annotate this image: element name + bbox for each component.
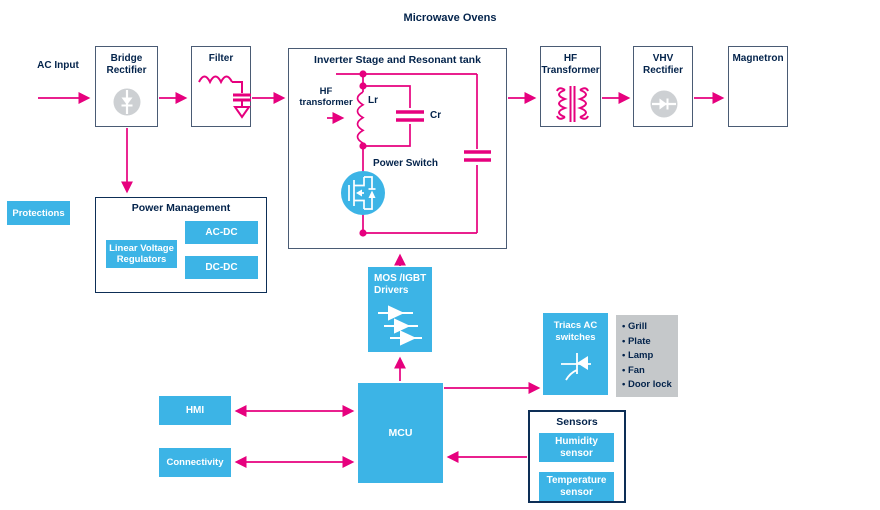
lc-filter-icon [196, 69, 252, 123]
mcu-label: MCU [388, 427, 413, 439]
magnetron-box: Magnetron [728, 46, 788, 127]
temperature-sensor-label: Temperature sensor [546, 475, 607, 498]
ac-dc-label: AC-DC [205, 227, 238, 238]
vhv-rectifier-label: VHV Rectifier [642, 53, 683, 76]
sensors-title: Sensors [556, 416, 598, 428]
inverter-stage-box: Inverter Stage and Resonant tank HF tran… [288, 48, 507, 249]
linear-voltage-regulators-label: Linear Voltage Regulators [109, 243, 174, 265]
filter-label: Filter [208, 53, 234, 64]
mos-igbt-drivers-label: MOS /IGBT Drivers [374, 273, 427, 296]
loads-list: Grill Plate Lamp Fan Door lock [622, 320, 676, 393]
lr-label: Lr [368, 95, 378, 106]
hf-transformer-label: HF Transformer [541, 53, 600, 76]
load-item: Grill [622, 320, 676, 335]
bridge-rectifier-label: Bridge Rectifier [106, 53, 147, 76]
load-item: Lamp [622, 349, 676, 364]
load-item: Door lock [622, 378, 676, 393]
hf-transformer-inline-label: HF transformer [299, 86, 353, 108]
hmi-label: HMI [185, 405, 205, 416]
connectivity-box: Connectivity [159, 448, 231, 477]
humidity-sensor-box: Humidity sensor [539, 433, 614, 462]
bridge-rectifier-box: Bridge Rectifier [95, 46, 158, 127]
hf-transformer-box: HF Transformer [540, 46, 601, 127]
load-item: Plate [622, 335, 676, 350]
protections-label: Protections [12, 207, 65, 219]
gate-driver-buffers-icon [376, 305, 424, 349]
connectivity-label: Connectivity [166, 457, 224, 468]
protections-badge: Protections [7, 201, 70, 225]
linear-voltage-regulators-box: Linear Voltage Regulators [106, 240, 177, 268]
mcu-box: MCU [358, 383, 443, 483]
humidity-sensor-label: Humidity sensor [555, 436, 598, 459]
triacs-box: Triacs AC switches [543, 313, 608, 395]
loads-panel: Grill Plate Lamp Fan Door lock [616, 315, 678, 397]
triacs-label: Triacs AC switches [553, 320, 598, 343]
ac-input-label: AC Input [37, 60, 79, 71]
mos-igbt-drivers-box: MOS /IGBT Drivers [368, 267, 432, 352]
transformer-icon [548, 83, 596, 125]
triac-icon [558, 349, 594, 385]
filter-box: Filter [191, 46, 251, 127]
inverter-stage-label: Inverter Stage and Resonant tank [314, 54, 481, 66]
diagram-title: Microwave Ovens [403, 12, 497, 24]
magnetron-label: Magnetron [732, 53, 784, 64]
power-management-title: Power Management [131, 202, 231, 214]
ac-dc-box: AC-DC [185, 221, 258, 244]
vhv-diode-icon [649, 89, 679, 119]
load-item: Fan [622, 364, 676, 379]
bridge-rectifier-diode-icon [112, 87, 142, 117]
hmi-box: HMI [159, 396, 231, 425]
dc-dc-box: DC-DC [185, 256, 258, 279]
temperature-sensor-box: Temperature sensor [539, 472, 614, 501]
vhv-rectifier-box: VHV Rectifier [633, 46, 693, 127]
cr-label: Cr [430, 110, 442, 121]
dc-dc-label: DC-DC [205, 262, 238, 273]
power-switch-label: Power Switch [373, 158, 439, 169]
